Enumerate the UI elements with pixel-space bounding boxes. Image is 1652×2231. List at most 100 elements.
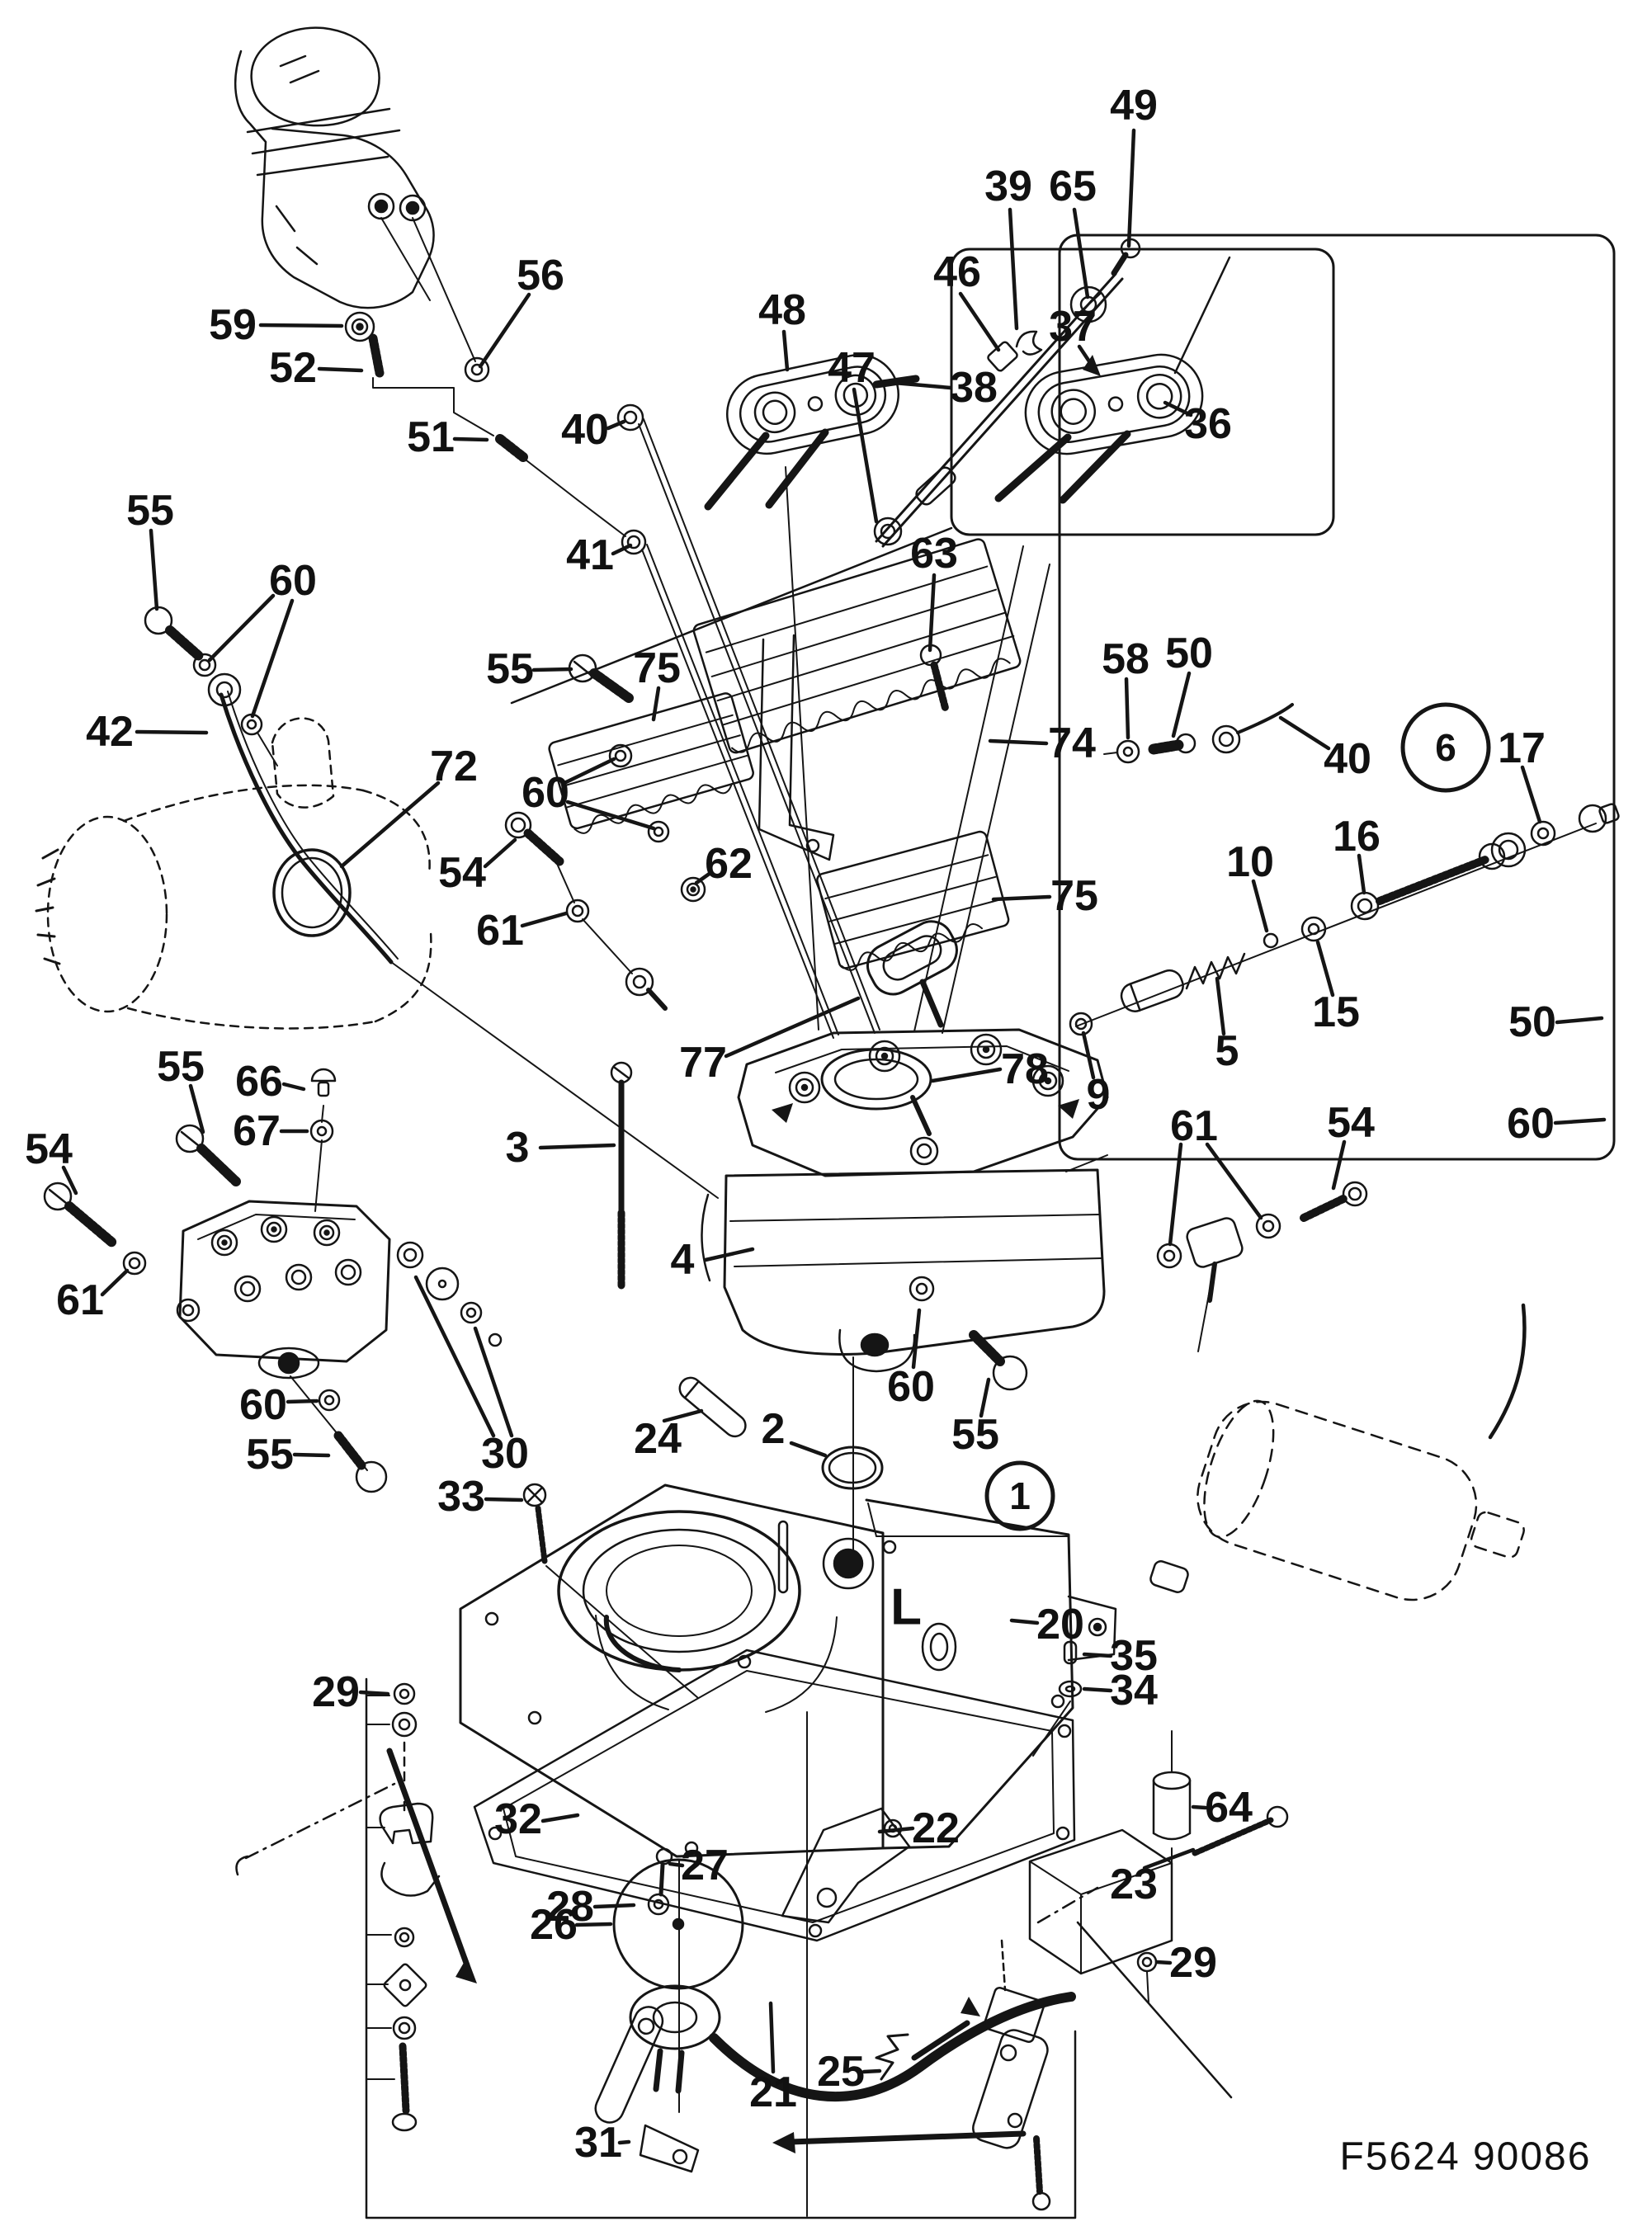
callout-3-41: 3: [506, 1124, 530, 1172]
clamp-77: [866, 920, 958, 996]
leader-line-63-15: [927, 573, 937, 653]
callout-55-16: 55: [126, 487, 174, 535]
callout-50-35: 50: [1508, 998, 1556, 1046]
leader-line-64-60: [1191, 1804, 1208, 1810]
callout-58-26: 58: [1102, 635, 1149, 683]
leader-line-29-72: [1154, 1960, 1173, 1965]
callout-33-50: 33: [437, 1473, 485, 1521]
leader-line-36-8: [1163, 400, 1193, 417]
throttle-body-ribs: [35, 848, 61, 965]
coolant-housing-drawing: [234, 26, 435, 309]
heat-shield-plate-75-mid: [816, 830, 1010, 971]
callout-27-62: 27: [681, 1842, 729, 1889]
callout-61-40: 61: [476, 907, 524, 955]
bottom-frame-and-chain: [235, 1677, 1077, 2219]
callout-41-14: 41: [566, 531, 614, 579]
leader-line-28-63: [592, 1903, 636, 1909]
leader-line-77-66: [724, 996, 861, 1059]
clamp-78: [820, 1048, 932, 1136]
throttle-body-dashed: [46, 717, 432, 1030]
leader-line-42-18: [135, 729, 209, 735]
callout-29-57: 29: [312, 1668, 360, 1716]
circled-ref-1: 1: [1009, 1474, 1031, 1517]
callout-78-67: 78: [1001, 1045, 1049, 1093]
callout-47-4: 47: [828, 344, 876, 392]
leader-line-20-56: [1009, 1618, 1040, 1625]
leader-line-47-4: [852, 387, 879, 524]
heat-shield-plate-74: [692, 538, 1022, 754]
callout-65-2: 65: [1049, 163, 1097, 210]
circled-ref-ring-1: [984, 1460, 1055, 1531]
leader-line-61-37: [1168, 1142, 1183, 1247]
injector-holder-plate-right: [994, 353, 1204, 504]
fuel-pipe-top: [873, 238, 1141, 548]
leader-line-60-54: [911, 1308, 922, 1370]
leader-line-74-24: [988, 738, 1049, 746]
spool-61-bolt-54: [1065, 1154, 1368, 1303]
fuel-filter-dashed: [1197, 1399, 1525, 1601]
leader-line-60-22: [564, 757, 616, 785]
leader-line-26-64: [574, 1922, 613, 1927]
callout-77-66: 77: [679, 1039, 727, 1087]
leader-line-10-31: [1251, 879, 1269, 933]
leader-line-39-1: [1008, 207, 1019, 331]
diagram-code: F5624 90086: [1340, 2135, 1592, 2179]
leader-line-54-39: [483, 837, 517, 869]
callout-54-39: 54: [438, 849, 486, 897]
callout-25-68: 25: [817, 2048, 865, 2096]
leader-line-62-23: [694, 870, 713, 885]
leader-line-49-0: [1126, 128, 1136, 248]
callout-54-46: 54: [25, 1125, 73, 1173]
callout-4-42: 4: [671, 1236, 695, 1284]
leader-line-61-40: [520, 911, 569, 928]
leader-line-29-57: [358, 1690, 390, 1696]
callout-46-3: 46: [933, 248, 981, 296]
leader-line-31-70: [617, 2139, 631, 2145]
callout-72-19: 72: [430, 743, 478, 790]
leader-line-54-38: [1331, 1139, 1347, 1191]
leader-line-55-21: [531, 667, 573, 672]
circled-ref-6: 6: [1435, 726, 1456, 769]
callout-17-29: 17: [1498, 724, 1546, 772]
leader-line-30-51: [473, 1326, 514, 1438]
callout-52-11: 52: [269, 344, 317, 392]
gasket-32: [473, 1648, 1076, 1942]
leader-line-35-58: [1082, 1652, 1113, 1658]
callout-55-45: 55: [157, 1043, 205, 1091]
callout-40-13: 40: [561, 406, 609, 454]
callout-66-43: 66: [235, 1058, 283, 1106]
leader-line-78-67: [930, 1067, 1003, 1083]
injector-holder-plate-left: [704, 353, 920, 511]
callout-74-24: 74: [1048, 719, 1096, 767]
leader-line-65-2: [1072, 207, 1090, 300]
leader-line-4-42: [703, 1247, 755, 1262]
callout-56-9: 56: [517, 252, 564, 300]
leader-line-2-53: [789, 1441, 828, 1458]
leader-line-75-25: [991, 894, 1052, 902]
callout-54-38: 54: [1327, 1099, 1375, 1147]
callout-62-23: 62: [705, 840, 753, 888]
callout-61-37: 61: [1170, 1102, 1218, 1150]
callout-42-18: 42: [86, 708, 134, 756]
leader-line-46-3: [958, 291, 1001, 352]
callout-50-27: 50: [1165, 630, 1213, 677]
leader-line-5-33: [1215, 976, 1226, 1036]
callout-48-5: 48: [758, 286, 806, 334]
leader-line-50-27: [1171, 671, 1192, 738]
sensor-letter-mark: L: [890, 1579, 922, 1636]
leader-line-60-36: [1553, 1117, 1607, 1125]
callout-5-33: 5: [1215, 1027, 1239, 1075]
leader-line-16-30: [1357, 853, 1366, 895]
callout-75-20: 75: [633, 644, 681, 692]
leader-line-50-35: [1555, 1016, 1604, 1025]
leader-line-37-6: [1077, 344, 1098, 374]
rocker-and-hardware: [781, 1640, 1289, 2211]
callout-55-49: 55: [246, 1431, 294, 1479]
leader-line-21-69: [768, 2001, 776, 2074]
callout-31-70: 31: [574, 2119, 622, 2167]
reference-loop-lines: [510, 233, 1616, 1161]
leader-line-22-61: [877, 1826, 915, 1834]
callout-60-36: 60: [1507, 1100, 1555, 1148]
